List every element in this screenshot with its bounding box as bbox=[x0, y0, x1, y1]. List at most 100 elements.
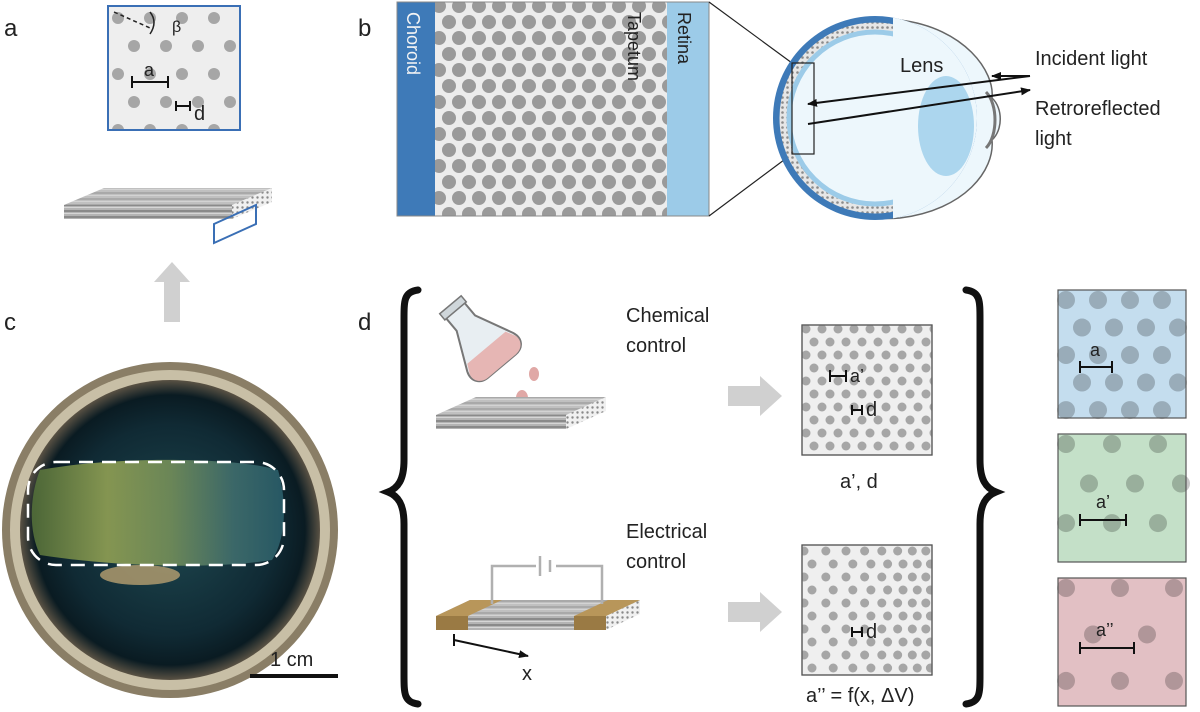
tapetum-dot bbox=[562, 79, 576, 93]
incident-light-text: Incident light bbox=[1035, 48, 1148, 70]
tapetum-dot bbox=[572, 31, 586, 45]
panel-a-slab-cut-frame bbox=[213, 203, 257, 245]
swatch-dot bbox=[1126, 474, 1144, 493]
electrical-dot bbox=[802, 546, 809, 556]
chemical-dot bbox=[905, 389, 915, 399]
tapetum-dot bbox=[482, 15, 496, 29]
electrical-dot bbox=[912, 637, 922, 647]
electrical-dot bbox=[821, 624, 831, 634]
chemical-dot bbox=[841, 441, 851, 451]
retina-text: Retina bbox=[674, 12, 694, 65]
chemical-dot bbox=[825, 389, 835, 399]
electrical-dot bbox=[893, 650, 903, 660]
tapetum-dot bbox=[582, 47, 596, 61]
chemical-dot bbox=[857, 363, 867, 373]
chemical-result-dots bbox=[802, 325, 932, 455]
tapetum-dot bbox=[552, 63, 566, 77]
electrical-dot bbox=[907, 598, 917, 608]
tapetum-dot bbox=[602, 111, 616, 125]
electrode-left bbox=[436, 600, 502, 616]
chemical-dot bbox=[889, 337, 899, 347]
tapetum-dot bbox=[452, 63, 466, 77]
tapetum-dot bbox=[492, 63, 506, 77]
electrical-dot bbox=[912, 585, 922, 595]
swatch-dot bbox=[1103, 435, 1121, 453]
swatch-dot bbox=[1080, 474, 1098, 493]
panel-a-inset-frame bbox=[107, 5, 241, 131]
electrical-dot bbox=[860, 650, 870, 660]
tapetum-dot bbox=[522, 79, 536, 93]
chemical-text-2: control bbox=[626, 335, 686, 357]
tapetum-dot bbox=[552, 191, 566, 205]
tapetum-dot bbox=[502, 175, 516, 189]
chemical-dot bbox=[802, 325, 811, 334]
tapetum-dot bbox=[592, 2, 606, 13]
electrical-dot bbox=[848, 611, 858, 621]
tapetum-dot bbox=[642, 79, 656, 93]
swatch-green: a’ bbox=[1057, 433, 1190, 563]
tapetum-dot bbox=[532, 159, 546, 173]
chemical-dot bbox=[849, 428, 859, 438]
swatch-dot bbox=[1057, 291, 1075, 309]
chemical-dot bbox=[873, 389, 883, 399]
tapetum-dot bbox=[612, 31, 626, 45]
tapetum-dot bbox=[472, 159, 486, 173]
tapetum-dot bbox=[602, 79, 616, 93]
tapetum-dot bbox=[552, 159, 566, 173]
chemical-dot bbox=[921, 337, 931, 347]
x-axis-arrow bbox=[453, 639, 529, 659]
tapetum-dot bbox=[592, 95, 606, 109]
electrical-dot bbox=[828, 637, 838, 647]
chemical-dot bbox=[819, 454, 825, 455]
swatch-dot bbox=[1073, 373, 1091, 392]
electrical-dot bbox=[921, 598, 931, 608]
tapetum-dot bbox=[642, 143, 656, 157]
swatch-dot bbox=[1105, 373, 1123, 392]
chemical-dot bbox=[833, 402, 843, 412]
tapetum-dot bbox=[562, 47, 576, 61]
tapetum-dot bbox=[542, 143, 556, 157]
tapetum-dot bbox=[472, 63, 486, 77]
chemical-dot bbox=[897, 376, 907, 386]
electrical-dot bbox=[898, 637, 908, 647]
panel-c-label: c bbox=[4, 309, 16, 336]
chemical-dot bbox=[897, 350, 907, 360]
chemical-dot bbox=[929, 325, 932, 334]
eye-diagram: Lens bbox=[773, 16, 1001, 220]
chemical-dot bbox=[913, 376, 923, 386]
swatch-dot bbox=[1165, 671, 1183, 690]
electrical-dot bbox=[898, 585, 908, 595]
tapetum-dot bbox=[512, 191, 526, 205]
electrical-dot bbox=[907, 572, 917, 582]
tapetum-dot bbox=[502, 79, 516, 93]
tapetum-dot bbox=[442, 207, 456, 216]
tapetum-dot bbox=[642, 207, 656, 216]
electrical-dot bbox=[821, 650, 831, 660]
chemical-dot bbox=[817, 350, 827, 360]
tapetum-dot bbox=[592, 127, 606, 141]
swatch-dot bbox=[1089, 401, 1107, 420]
electrical-dot bbox=[921, 650, 931, 660]
tapetum-dot bbox=[462, 143, 476, 157]
chemical-dot bbox=[865, 428, 875, 438]
electrical-dot bbox=[893, 572, 903, 582]
electrical-dot bbox=[877, 546, 887, 556]
tapetum-dot bbox=[582, 15, 596, 29]
tapetum-dot bbox=[532, 31, 546, 45]
tapetum-dot bbox=[532, 191, 546, 205]
tapetum-dot bbox=[662, 15, 667, 29]
electrical-dot bbox=[925, 559, 932, 569]
chemical-dot bbox=[817, 428, 827, 438]
electrical-dot bbox=[828, 559, 838, 569]
tapetum-dot bbox=[652, 2, 666, 13]
electrical-dot bbox=[877, 624, 887, 634]
tapetum-dot bbox=[632, 191, 646, 205]
electrical-dot bbox=[860, 546, 870, 556]
retro-text-2: light bbox=[1035, 128, 1072, 150]
chemical-dot bbox=[913, 350, 923, 360]
tapetum-dot bbox=[442, 111, 456, 125]
tapetum-dot bbox=[435, 95, 446, 109]
tapetum-dot bbox=[662, 47, 667, 61]
swatch-dot bbox=[1057, 579, 1075, 597]
swatch-dot bbox=[1089, 346, 1107, 365]
